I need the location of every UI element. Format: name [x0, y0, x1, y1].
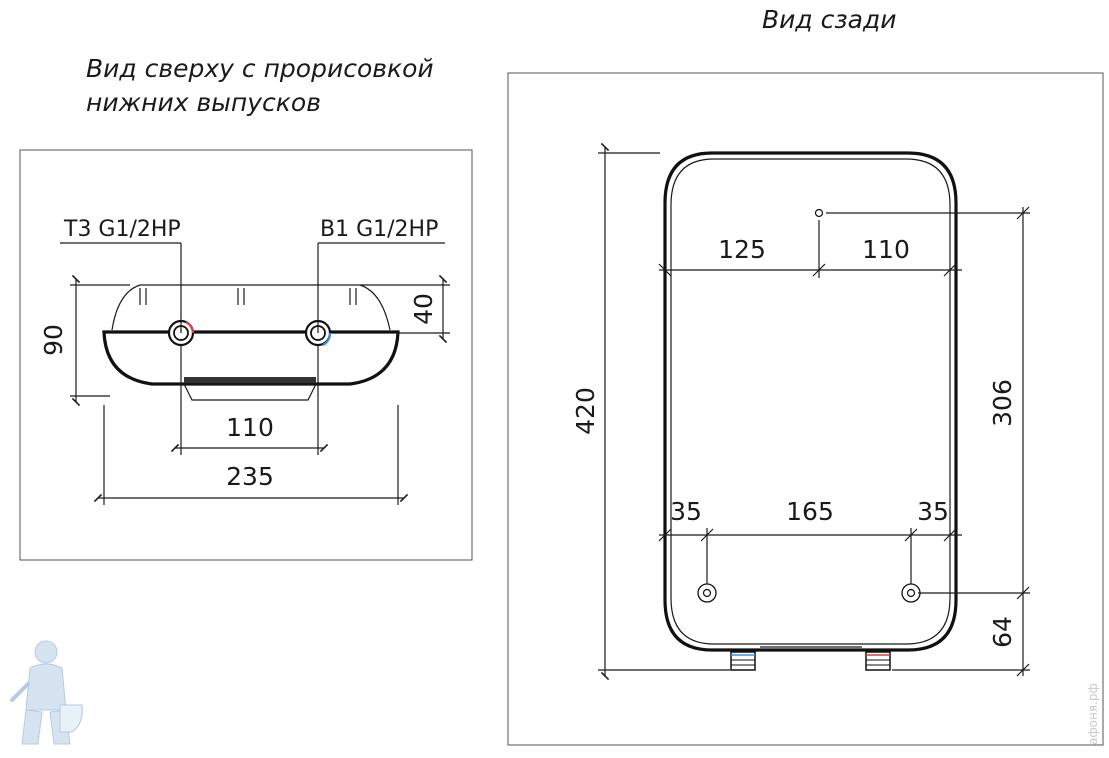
dim-left-to-hole-125: 125	[718, 235, 766, 264]
vent-grille	[184, 377, 316, 383]
dim-mount-spacing-165: 165	[786, 497, 834, 526]
dim-mount-left-35: 35	[670, 497, 702, 526]
hot-outlet-label: Т3 G1/2HP	[63, 217, 181, 242]
dim-mounts-to-bottom-64: 64	[988, 616, 1017, 648]
dim-total-height-420: 420	[571, 387, 600, 435]
plumber-mascot-logo	[10, 640, 83, 745]
left-pipe	[730, 651, 756, 671]
dim-hole-to-right-110: 110	[862, 235, 910, 264]
top-view-title-line2: нижних выпусков	[86, 88, 321, 117]
watermark: афоня.рф	[1086, 683, 1100, 745]
top-view-frame	[19, 149, 473, 561]
right-pipe	[865, 651, 891, 671]
dim-depth-40: 40	[409, 293, 438, 325]
heater-body-top	[102, 330, 400, 386]
rear-view-title: Вид сзади	[762, 5, 897, 34]
cold-outlet-label: В1 G1/2HP	[320, 217, 438, 242]
left-mount	[697, 583, 717, 603]
top-view-title-line1: Вид сверху с прорисовкой	[86, 54, 434, 83]
dim-mount-right-35: 35	[917, 497, 949, 526]
tank-outline	[663, 151, 958, 652]
rear-view-frame	[507, 72, 1104, 746]
dim-outlet-spacing-110: 110	[226, 413, 274, 442]
tank-inner-outline	[670, 158, 951, 645]
bottom-panel	[183, 383, 317, 401]
dim-height-90: 90	[39, 324, 68, 356]
rear-view: 420 125 110 306 64 35 165 35	[507, 72, 1104, 746]
heater-ribs	[139, 288, 357, 305]
dim-width-235: 235	[226, 462, 274, 491]
top-mount-hole	[814, 208, 824, 218]
right-mount	[901, 583, 921, 603]
heater-top-outline	[111, 284, 391, 331]
dim-hole-to-mounts-306: 306	[988, 379, 1017, 427]
top-view: Т3 G1/2HP В1 G1/2HP 90 40 110 235	[19, 149, 473, 561]
